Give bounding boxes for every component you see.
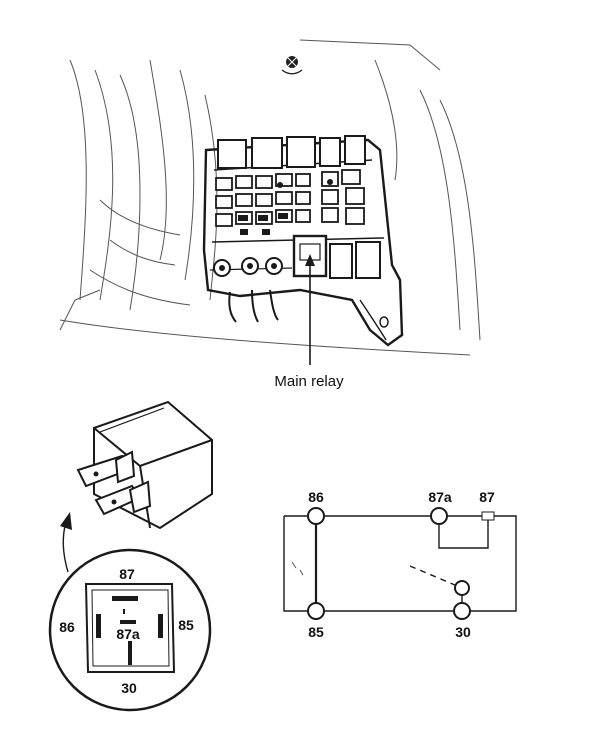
terminal-86 [307, 507, 325, 525]
schematic-label-85: 85 [308, 624, 324, 640]
schematic-label-30: 30 [455, 624, 471, 640]
relay-pinout: 87 86 87a 85 30 [48, 548, 212, 712]
main-relay-callout: Main relay [274, 254, 344, 390]
pinout-label-87a: 87a [116, 626, 140, 642]
schematic-label-87: 87 [479, 489, 495, 505]
engine-bay-illustration: Main relay [59, 39, 481, 390]
relay-component-drawing [76, 400, 213, 530]
terminal-87a [430, 507, 448, 525]
main-relay-label: Main relay [274, 373, 344, 390]
fuse-relay-box [202, 135, 404, 347]
pinout-label-87: 87 [119, 566, 135, 582]
mount-bolt-icon [281, 55, 303, 75]
schematic-label-86: 86 [308, 489, 324, 505]
terminal-30-contact [454, 580, 470, 596]
pinout-label-85: 85 [178, 617, 194, 633]
terminal-85 [307, 602, 325, 620]
pinout-label-86: 86 [59, 619, 75, 635]
terminal-30 [453, 602, 471, 620]
schematic-label-87a: 87a [428, 489, 452, 505]
view-direction-arrow [60, 512, 72, 573]
pinout-label-30: 30 [121, 680, 137, 696]
relay-schematic: 86 87a 87 85 30 [283, 489, 517, 640]
